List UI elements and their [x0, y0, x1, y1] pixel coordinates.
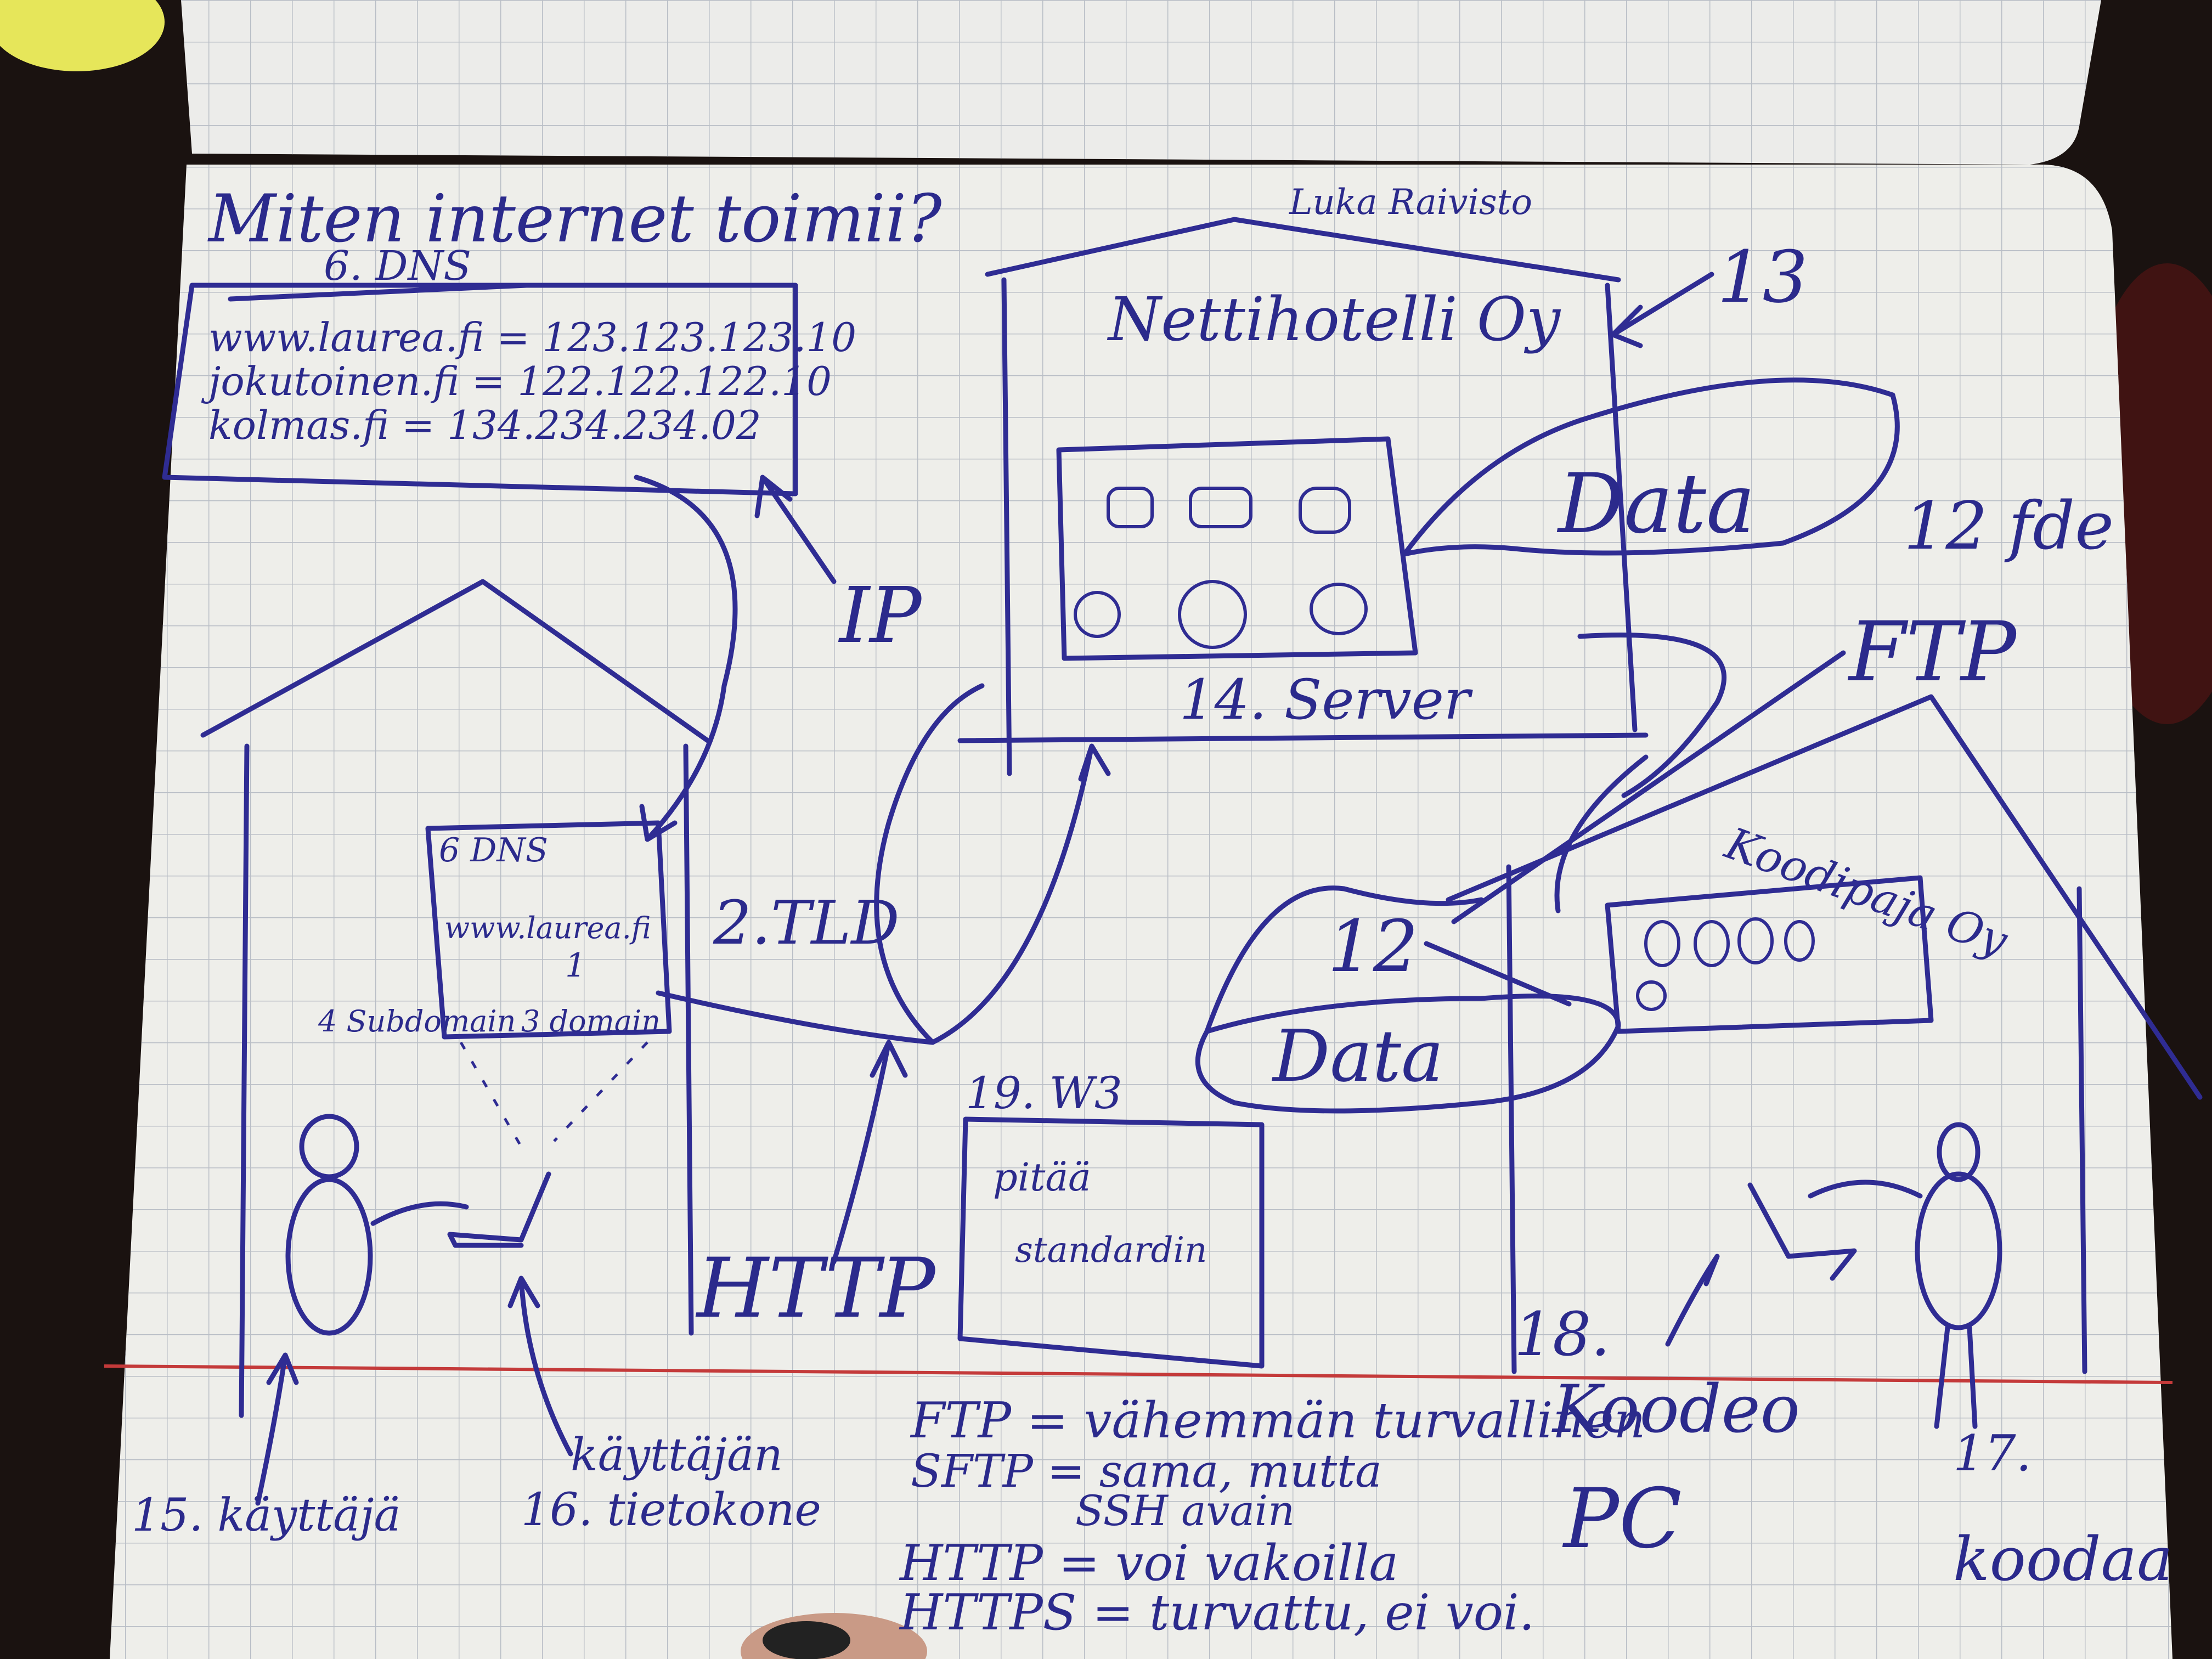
laptop-sketch	[1747, 1182, 1857, 1281]
main-page	[104, 165, 2173, 1659]
number-18-label: 18.	[1514, 1299, 1610, 1369]
house-sketch	[200, 579, 710, 1418]
arrow-sketch-computer	[507, 1276, 573, 1457]
page-title: Miten internet toimii?	[207, 181, 942, 257]
w3-note: standardin	[1015, 1230, 1207, 1271]
laptop-beam	[459, 1041, 648, 1148]
dns-entry: www.laurea.fi = 123.123.123.10	[208, 314, 856, 360]
server-label: 14. Server	[1180, 668, 1473, 732]
server-rack-sketch	[1056, 436, 1418, 661]
pc-label: PC	[1562, 1471, 1682, 1567]
http-label: HTTP	[695, 1241, 937, 1336]
cloud-sketch	[1195, 994, 1621, 1114]
legend-line: SFTP = sama, mutta	[911, 1446, 1382, 1498]
number-1-label: 1	[565, 946, 586, 985]
cloud-sketch	[1402, 377, 1900, 557]
koodaaja-label: koodaa	[1953, 1524, 2173, 1594]
legend-line: HTTPS = turvattu, ei voi.	[899, 1584, 1534, 1641]
data-top-number: 12 fde	[1904, 488, 2114, 565]
domain-label: 3 domain	[521, 1004, 661, 1039]
local-dns-label: 6 DNS	[439, 831, 548, 870]
dns-table-box: 6. DNS www.laurea.fi = 123.123.123.10 jo…	[162, 242, 856, 496]
arrow-sketch-data	[1424, 941, 1572, 1007]
arrow-sketch-loop	[1204, 885, 1484, 1034]
w3-note: pitää	[993, 1155, 1091, 1200]
ftp-label: FTP	[1847, 605, 2018, 700]
w3-label: 19. W3	[966, 1068, 1122, 1119]
yellow-object	[0, 0, 165, 71]
server-rack-sketch	[1605, 875, 1934, 1034]
data-bottom-number: 12	[1328, 905, 1418, 988]
margin-line	[104, 1364, 2173, 1384]
arrow-sketch-ip	[754, 475, 837, 584]
arrow-sketch-server	[1577, 633, 1727, 798]
arrow-sketch-http	[831, 1040, 908, 1265]
w3-box: 19. W3 pitää standardin	[957, 1068, 1265, 1369]
koodeo-label: Koodeo	[1551, 1372, 1800, 1448]
dns-entry: jokutoinen.fi = 122.122.122.10	[201, 358, 832, 404]
protocol-legend: FTP = vähemmän turvallinen SFTP = sama, …	[899, 1392, 1646, 1641]
local-dns-url: www.laurea.fi	[444, 911, 651, 945]
arrow-sketch-ftp	[1451, 650, 1846, 924]
kayttajan-label: käyttäjän	[571, 1429, 783, 1481]
subdomain-label: 4 Subdomain	[318, 1004, 516, 1039]
ip-label: IP	[838, 571, 923, 661]
legend-line: HTTP = voi vakoilla	[899, 1534, 1398, 1592]
arrow-sketch-server-loop	[930, 743, 1111, 1045]
author-name: Luka Raivisto	[1289, 182, 1532, 223]
number-17-label: 17.	[1953, 1425, 2032, 1482]
legend-line: SSH avain	[1075, 1486, 1295, 1535]
arrow-sketch-http-loop	[656, 683, 985, 1045]
local-dns-box: 6 DNS www.laurea.fi 1	[425, 820, 672, 1040]
arrow-sketch-coder	[1665, 1254, 1720, 1347]
data-label-bottom: Data	[1272, 1014, 1443, 1098]
arrow-sketch-user	[255, 1352, 299, 1506]
upper-page	[181, 0, 2101, 165]
stick-figure	[285, 1114, 469, 1336]
tietokone-label: 16. tietokone	[521, 1484, 821, 1536]
laptop-sketch	[447, 1171, 551, 1248]
legend-line: FTP = vähemmän turvallinen	[910, 1392, 1646, 1449]
hosting-building-sketch: Nettihotelli Oy 13	[957, 217, 1808, 776]
stick-figure	[1808, 1122, 2002, 1429]
arrow-sketch-upload	[1554, 754, 1649, 913]
data-label-top: Data	[1556, 456, 1755, 552]
dns-entry: kolmas.fi = 134.234.234.02	[208, 402, 761, 448]
kayttaja-label: 15. käyttäjä	[132, 1489, 400, 1542]
tld-label: 2.TLD	[713, 888, 900, 958]
hosting-company-label: Nettihotelli Oy	[1107, 284, 1561, 354]
hosting-number: 13	[1717, 235, 1808, 319]
dns-box-header: 6. DNS	[324, 242, 471, 290]
